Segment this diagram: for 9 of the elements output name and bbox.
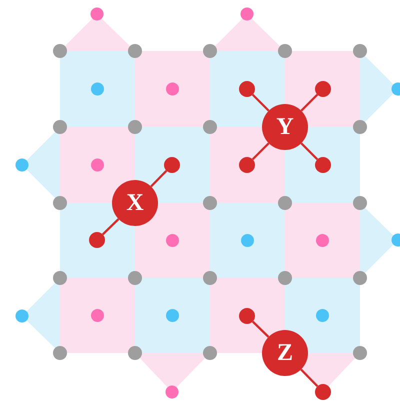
connector-line	[252, 94, 270, 112]
connector-line	[102, 218, 120, 236]
connector-line	[150, 170, 168, 188]
connector-line	[252, 142, 270, 160]
connector-line	[300, 368, 318, 388]
connector-line	[300, 94, 318, 112]
qubit-dot	[315, 384, 331, 400]
connector-line	[252, 320, 270, 338]
connector-line	[300, 142, 318, 160]
